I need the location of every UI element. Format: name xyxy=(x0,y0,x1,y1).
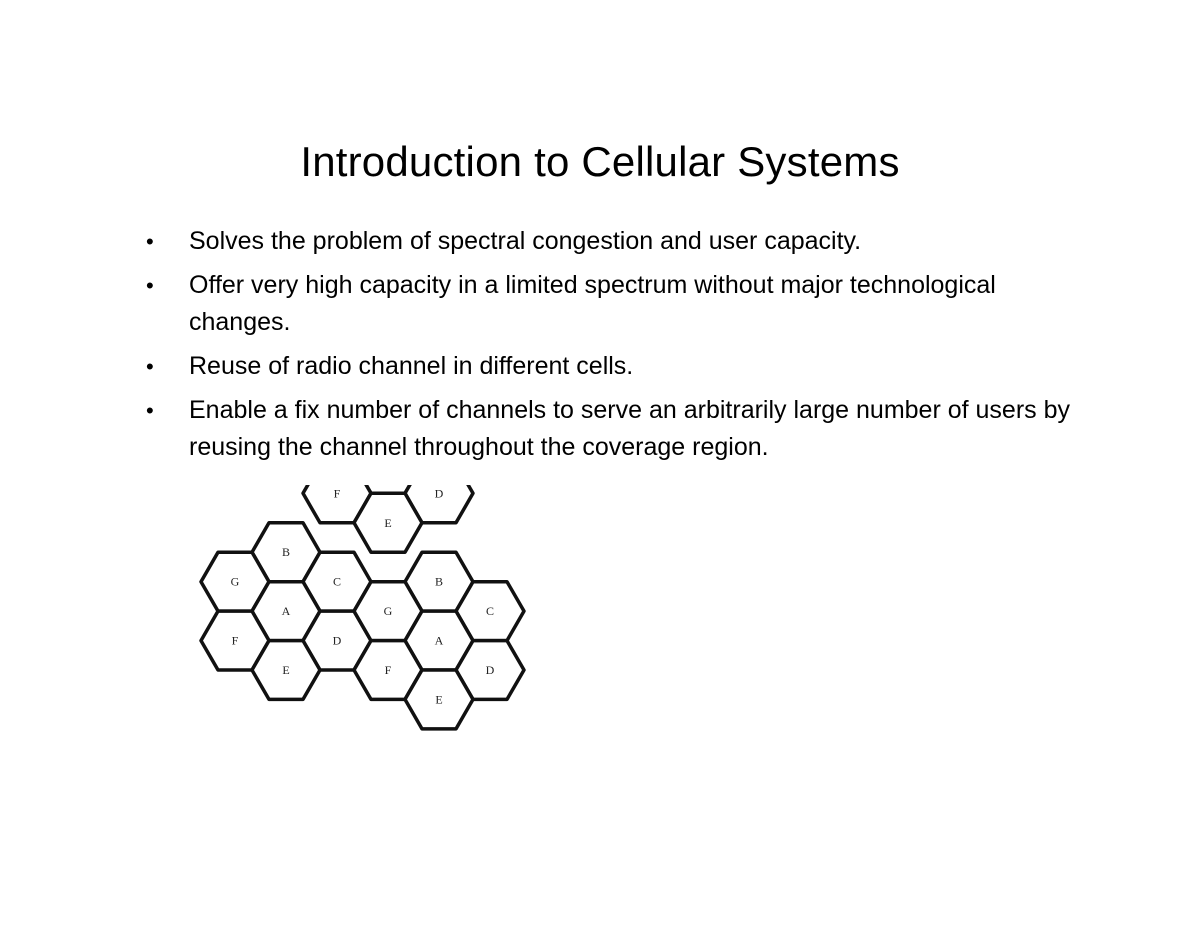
hex-grid: BGCAFDEBGCAFDEBGCAFDE xyxy=(199,485,526,731)
hex-cell-label: B xyxy=(435,575,443,589)
bullet-item: • Reuse of radio channel in different ce… xyxy=(144,348,1104,385)
hex-cell-label: F xyxy=(385,663,392,677)
bullet-text: Reuse of radio channel in different cell… xyxy=(189,352,634,380)
bullet-symbol: • xyxy=(146,229,154,254)
hexagonal-cell-cluster-diagram: BGCAFDEBGCAFDEBGCAFDE xyxy=(170,485,570,830)
hex-cell-label: E xyxy=(435,692,442,706)
hex-cell-label: C xyxy=(486,604,494,618)
bullet-item: • Offer very high capacity in a limited … xyxy=(144,267,1104,341)
hex-cell-label: C xyxy=(333,575,341,589)
bullet-list: • Solves the problem of spectral congest… xyxy=(144,223,1104,473)
hex-cell-label: D xyxy=(486,663,495,677)
bullet-text: Solves the problem of spectral congestio… xyxy=(189,227,862,255)
hex-cell-outline xyxy=(403,668,475,731)
hex-cell-e: E xyxy=(250,638,322,702)
hex-cell-label: D xyxy=(435,486,444,500)
hex-cell-outline xyxy=(352,491,424,554)
bullet-text: Offer very high capacity in a limited sp… xyxy=(189,271,996,336)
hex-cell-label: E xyxy=(384,516,391,530)
hex-cell-label: F xyxy=(232,634,239,648)
hex-cell-label: A xyxy=(435,634,444,648)
hex-cell-label: B xyxy=(282,545,290,559)
bullet-item: • Enable a fix number of channels to ser… xyxy=(144,392,1104,466)
bullet-symbol: • xyxy=(146,398,154,423)
bullet-symbol: • xyxy=(146,273,154,298)
hex-cell-label: E xyxy=(282,663,289,677)
hex-cell-e: E xyxy=(403,668,475,731)
hex-cell-outline xyxy=(250,638,322,702)
hex-cell-label: F xyxy=(334,486,341,500)
slide-title: Introduction to Cellular Systems xyxy=(300,138,900,185)
bullet-text: Enable a fix number of channels to serve… xyxy=(189,396,1071,461)
hex-cell-label: D xyxy=(333,634,342,648)
hex-cell-label: A xyxy=(282,604,291,618)
hex-cell-label: G xyxy=(384,604,393,618)
hex-cell-e: E xyxy=(352,491,424,554)
bullet-symbol: • xyxy=(146,354,154,379)
hex-cell-label: G xyxy=(231,575,240,589)
bullet-item: • Solves the problem of spectral congest… xyxy=(144,223,1104,260)
